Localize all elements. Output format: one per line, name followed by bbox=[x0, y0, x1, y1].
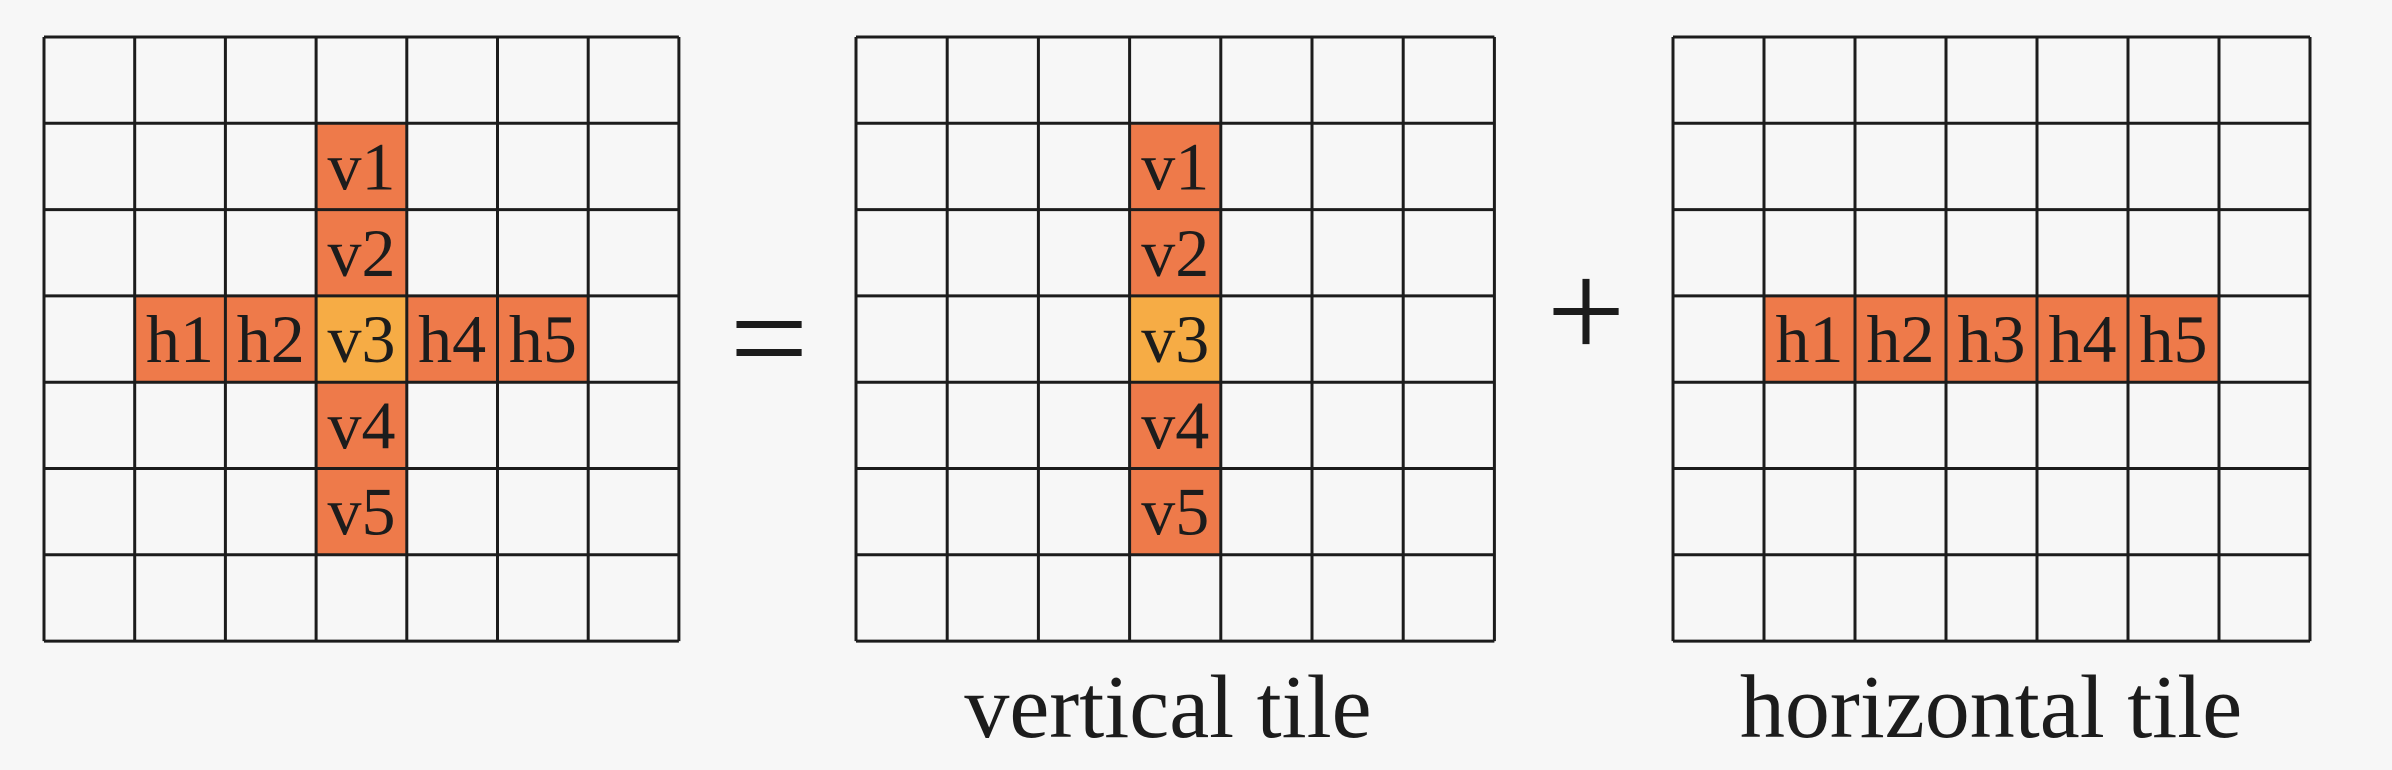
highlight-cell-h4 bbox=[2037, 295, 2128, 383]
highlight-cell-h3 bbox=[1946, 295, 2037, 383]
cell-label-h3: h3 bbox=[1958, 301, 2026, 377]
highlight-cell-v2 bbox=[316, 209, 407, 296]
panels-layer: v1 v2 h1 h2 v3 h4 h5 v4 v5 v1 v2 v3 v4 v5 vertical til… bbox=[42, 35, 2312, 757]
cell-label-h1: h1 bbox=[146, 301, 214, 377]
cell-label-v4: v4 bbox=[1141, 387, 1209, 463]
grid-panel-combined: v1 v2 h1 h2 v3 h4 h5 v4 v5 bbox=[42, 35, 681, 643]
caption-vertical: vertical tile bbox=[964, 658, 1371, 757]
cell-label-v2: v2 bbox=[327, 215, 395, 291]
cell-label-v1: v1 bbox=[1141, 128, 1209, 204]
highlight-cell-h4 bbox=[406, 295, 498, 383]
highlight-cell-h2 bbox=[225, 295, 317, 383]
cell-label-v3: v3 bbox=[327, 301, 395, 377]
highlight-cell-v5 bbox=[1129, 468, 1221, 555]
highlight-cell-h1 bbox=[134, 295, 226, 383]
cell-label-v5: v5 bbox=[1141, 474, 1209, 550]
cell-label-v3: v3 bbox=[1141, 301, 1209, 377]
highlight-cell-v1 bbox=[1129, 123, 1221, 210]
cell-label-h1: h1 bbox=[1776, 301, 1844, 377]
cell-label-v4: v4 bbox=[327, 387, 395, 463]
highlight-cell-v4 bbox=[1129, 382, 1221, 469]
cell-label-h5: h5 bbox=[509, 301, 577, 377]
equals-operator: = bbox=[730, 261, 809, 416]
grid-panel-vertical: v1 v2 v3 v4 v5 vertical tile bbox=[854, 35, 1496, 757]
highlight-cell-v2 bbox=[1129, 209, 1221, 296]
highlight-cell-v1 bbox=[316, 123, 407, 210]
cell-label-h5: h5 bbox=[2140, 301, 2208, 377]
highlight-cell-h5 bbox=[497, 295, 589, 383]
caption-horizontal: horizontal tile bbox=[1740, 658, 2242, 757]
highlight-cell-h1 bbox=[1764, 295, 1855, 383]
highlight-cell-v3 bbox=[1129, 295, 1221, 383]
cell-label-h4: h4 bbox=[2049, 301, 2117, 377]
highlight-cell-v5 bbox=[316, 468, 407, 555]
plus-operator: + bbox=[1547, 234, 1626, 389]
cell-label-v5: v5 bbox=[327, 474, 395, 550]
highlight-cell-v4 bbox=[316, 382, 407, 469]
cell-label-v1: v1 bbox=[327, 128, 395, 204]
cell-label-h2: h2 bbox=[1867, 301, 1935, 377]
cell-label-h2: h2 bbox=[237, 301, 305, 377]
highlight-cell-h2 bbox=[1855, 295, 1946, 383]
grid-panel-horizontal: h1 h2 h3 h4 h5 horizontal tile bbox=[1671, 35, 2312, 757]
cell-label-v2: v2 bbox=[1141, 215, 1209, 291]
highlight-cell-v3 bbox=[316, 295, 407, 383]
cell-label-h4: h4 bbox=[418, 301, 486, 377]
highlight-cell-h5 bbox=[2128, 295, 2219, 383]
